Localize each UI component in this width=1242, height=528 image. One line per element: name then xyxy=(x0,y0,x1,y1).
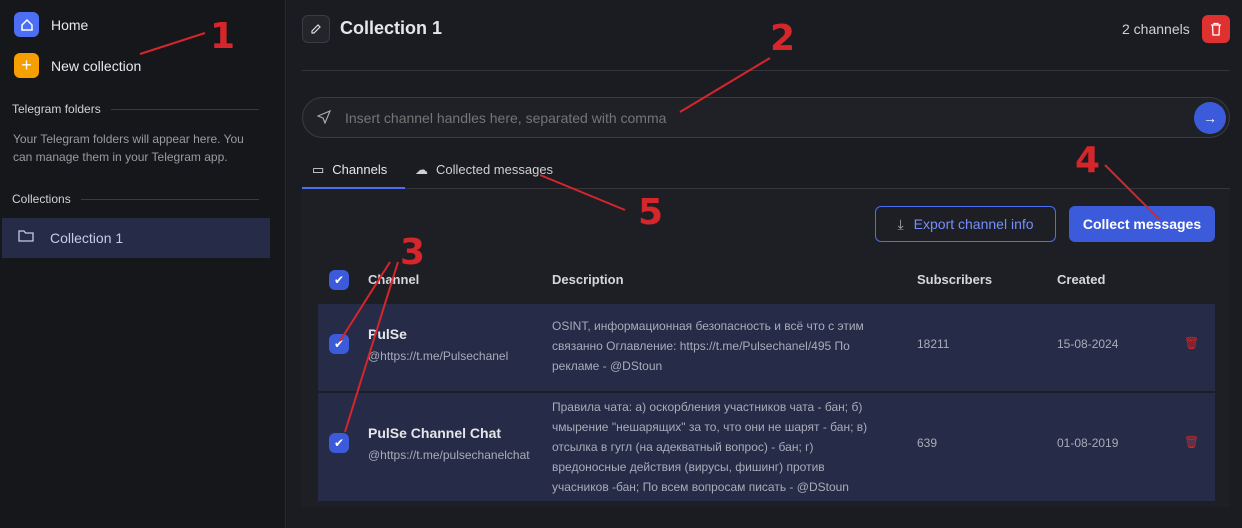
divider xyxy=(302,70,1230,71)
folder-icon: ▭ xyxy=(312,162,325,177)
header-description: Description xyxy=(552,272,624,287)
channel-handle[interactable]: @https://t.me/pulsechanelchat xyxy=(368,448,530,462)
annotation-3: 3 xyxy=(400,232,426,273)
sidebar-item-home[interactable]: Home xyxy=(14,12,88,37)
header-channel: Channel xyxy=(368,272,420,287)
channel-description: OSINT, информационная безопасность и всё… xyxy=(552,319,864,373)
home-label: Home xyxy=(51,16,89,33)
check-icon: ✔ xyxy=(333,273,345,287)
sidebar: Home + New collection Telegram folders Y… xyxy=(0,0,286,528)
header-created: Created xyxy=(1057,272,1106,287)
new-collection-label: New collection xyxy=(51,57,142,74)
delete-row-icon[interactable]: 🗑 xyxy=(1184,336,1200,350)
header-subscribers: Subscribers xyxy=(917,272,993,287)
collect-label: Collect messages xyxy=(1082,216,1202,232)
tabs-divider xyxy=(302,188,1230,189)
annotation-5: 5 xyxy=(638,192,664,233)
new-collection-button[interactable]: + New collection xyxy=(14,53,141,78)
row-checkbox[interactable]: ✔ xyxy=(329,433,349,453)
check-icon: ✔ xyxy=(333,436,345,450)
export-label: Export channel info xyxy=(913,216,1034,232)
subscribers: 18211 xyxy=(917,337,950,351)
send-icon xyxy=(316,109,332,129)
submit-button[interactable]: → xyxy=(1194,102,1226,134)
channel-handle[interactable]: @https://t.me/Pulsechanel xyxy=(368,349,509,363)
arrow-right-icon: → xyxy=(1203,110,1217,126)
annotation-4: 4 xyxy=(1075,140,1101,181)
channel-input-field[interactable]: → xyxy=(302,97,1230,138)
channel-name: PulSe xyxy=(368,326,407,342)
channel-description: Правила чата: а) оскорбления участников … xyxy=(552,400,868,494)
tab-label: Collected messages xyxy=(436,162,554,177)
check-icon: ✔ xyxy=(333,337,345,351)
delete-row-icon[interactable]: 🗑 xyxy=(1184,435,1200,449)
annotation-2: 2 xyxy=(770,18,796,59)
collect-messages-button[interactable]: Collect messages xyxy=(1069,206,1215,242)
tab-collected-messages[interactable]: ☁ Collected messages xyxy=(415,162,553,189)
created-date: 01-08-2019 xyxy=(1057,436,1119,450)
collections-heading: Collections xyxy=(12,192,259,206)
subscribers: 639 xyxy=(917,436,938,450)
table-row: ✔ PulSe Channel Chat @https://t.me/pulse… xyxy=(318,393,1215,501)
table-row: ✔ PulSe @https://t.me/Pulsechanel OSINT,… xyxy=(318,304,1215,392)
folder-icon xyxy=(18,229,34,248)
channel-name: PulSe Channel Chat xyxy=(368,425,502,441)
download-icon: ⤓ xyxy=(897,215,904,232)
channel-handles-input[interactable] xyxy=(345,107,1165,129)
page-title: Collection 1 xyxy=(340,18,443,38)
pencil-icon xyxy=(311,24,321,34)
export-channel-info-button[interactable]: ⤓ Export channel info xyxy=(875,206,1056,242)
plus-icon: + xyxy=(14,53,39,78)
telegram-folders-heading: Telegram folders xyxy=(12,102,259,116)
trash-icon xyxy=(1211,22,1221,36)
tab-channels[interactable]: ▭ Channels xyxy=(302,162,405,189)
sidebar-item-collection-1[interactable]: Collection 1 xyxy=(2,218,270,258)
tab-label: Channels xyxy=(332,162,388,177)
delete-collection-button[interactable] xyxy=(1202,15,1230,43)
annotation-1: 1 xyxy=(210,16,236,57)
edit-title-button[interactable] xyxy=(302,15,330,43)
select-all-checkbox[interactable]: ✔ xyxy=(329,270,349,290)
folders-hint: Your Telegram folders will appear here. … xyxy=(13,132,244,164)
channel-count: 2 channels xyxy=(1122,21,1190,37)
cloud-download-icon: ☁ xyxy=(415,162,428,177)
collection-label: Collection 1 xyxy=(50,230,124,246)
row-checkbox[interactable]: ✔ xyxy=(329,334,349,354)
home-icon xyxy=(14,12,39,37)
created-date: 15-08-2024 xyxy=(1057,337,1119,351)
